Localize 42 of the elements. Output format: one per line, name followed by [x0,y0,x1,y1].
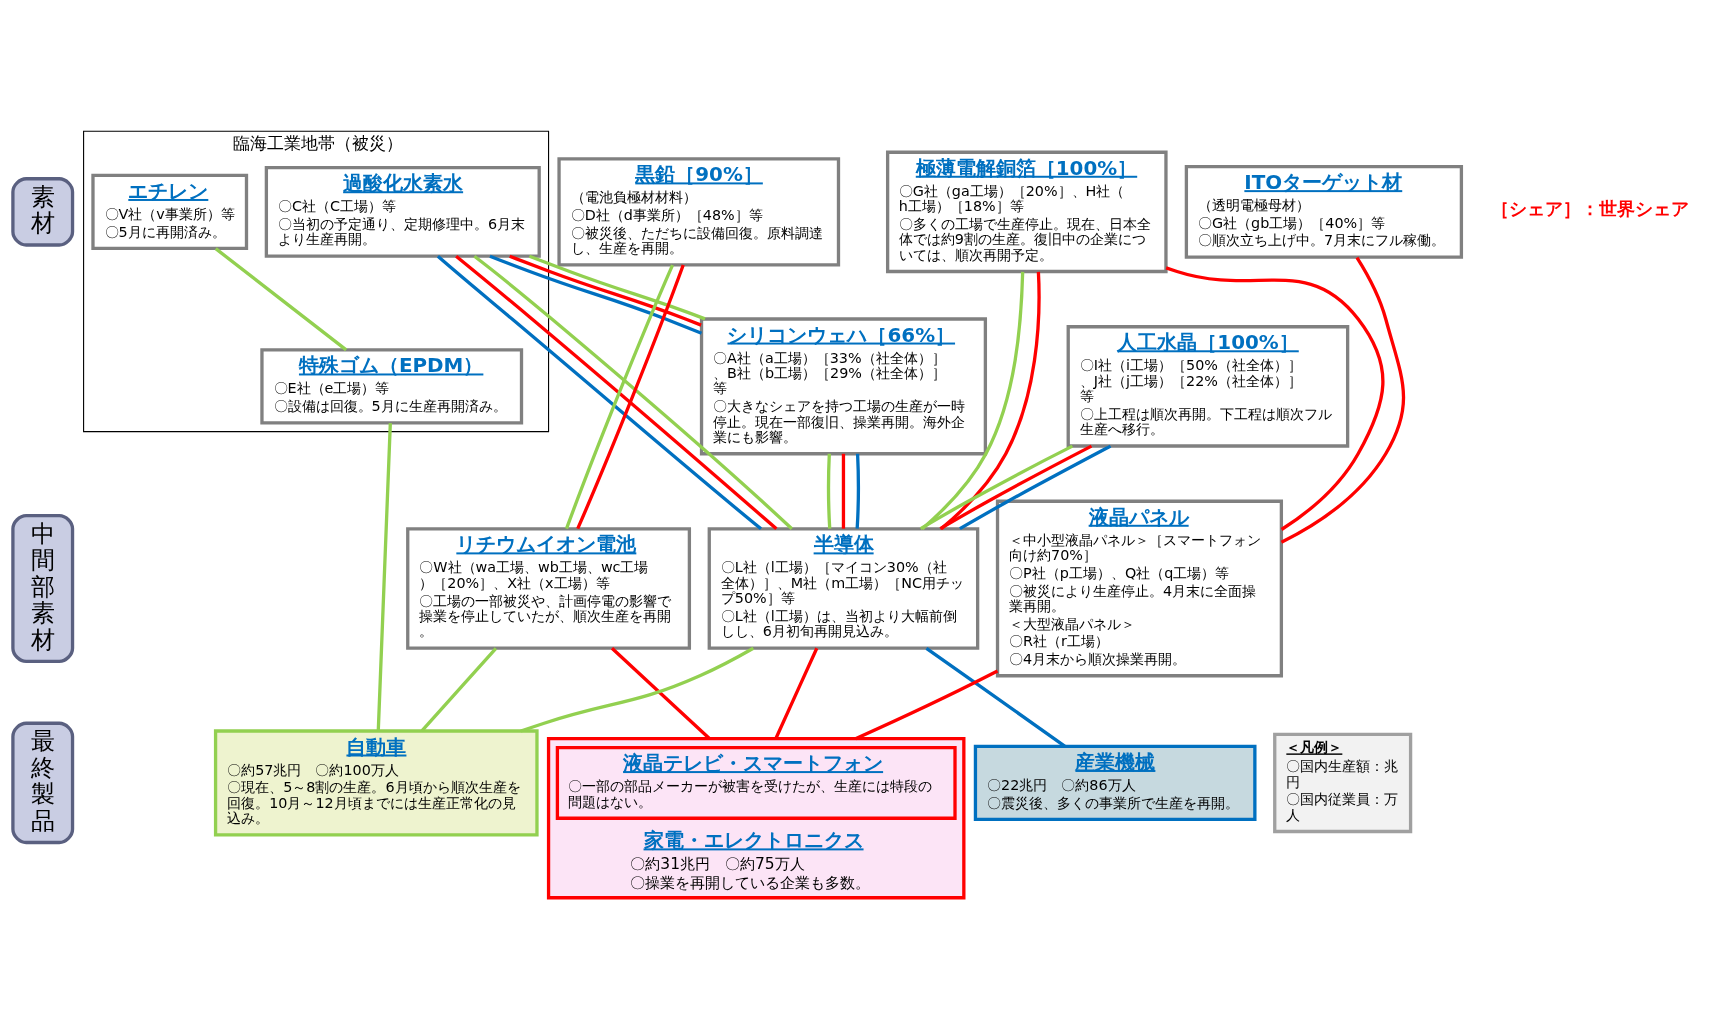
connector [576,264,685,530]
connector [841,453,846,529]
node-box: エチレン 〇V社（v事業所）等 〇5月に再開済み。 [91,173,249,250]
node-box: ITOターゲット材 （透明電極母材） 〇G社（gb工場）［40%］等 〇順次立ち上げ中。7月末にフル稼働。 [1184,164,1464,259]
node-box: 過酸化水素水 〇C社（C工場）等 〇当初の予定通り、定期修理中。6月末より生産再開。 [264,166,541,258]
connector [520,646,755,733]
connector [921,271,1025,530]
node-box: 産業機械 〇22兆円 〇約86万人 〇震災後、多くの事業所で生産を再開。 [973,744,1257,821]
node-box: 液晶テレビ・スマートフォン 〇一部の部品メーカーが被害を受けたが、生産には特段の問題はない。 [555,745,957,820]
node-box: 自動車 〇約57兆円 〇約100万人 〇現在、5～8割の生産。6月頃から順次生産を回復。10月～12月頃までには生産正常化の見込み。 [213,729,539,837]
connector [1165,266,1385,531]
connector [826,453,832,529]
connector [939,444,1093,531]
connector [489,254,703,335]
connector [854,669,999,741]
node-box: 極薄電解銅箔［100%］ 〇G社（ga工場）［20%］、H社（h工場）［18%］等 〇多くの工場で生産停止。現在、日本全体では約9割の生産。復旧中の企業については、順次再開予定。 [885,150,1168,274]
label: ［シェア］：世界シェア [1490,198,1689,219]
connector [919,444,1074,531]
connector [774,647,819,740]
node-box: 人工水晶［100%］ 〇I社（i工場）［50%（社全体）］、J社（j工場）［22%（社全体）］等 〇上工程は順次再開。下工程は順次フル生産へ移行。 [1066,325,1350,448]
connector [376,423,392,731]
node-box: 素材 [11,177,75,247]
connector [610,647,711,740]
node-box: 中間部素材 [11,513,75,664]
connector [564,264,675,530]
connector [214,247,348,352]
connector [509,254,702,327]
node-box: リチウムイオン電池 〇W社（wa工場、wb工場、wc工場）［20%］、X社（x工場）等 〇工場の一部被災や、計画停電の影響で操業を停止していたが、順次生産を再開。 [406,527,692,650]
node-box: 液晶パネル ＜中小型液晶パネル＞［スマートフォン向け約70%］ 〇P社（p工場）、Q社（q工場）等 〇被災により生産停止。4月末に全面操業再開。 ＜大型液晶パネル＞ 〇R社（r工場） 〇4月末から順次操業再開。 [995,499,1284,678]
connector [528,254,706,321]
node-box: 半導体 〇L社（l工場）［マイコン30%（社全体）］、M社（m工場）［NC用チップ50%］等 〇L社（l工場）は、当初より大幅前倒しし、6月初旬再開見込み。 [707,527,980,650]
connector [940,271,1041,530]
node-box: 特殊ゴム（EPDM） 〇E社（e工場）等 〇設備は回復。5月に生産再開済み。 [260,348,524,425]
connector [420,647,498,732]
node-box: シリコンウェハ［66%］ 〇A社（a工場）［33%（社全体）］、B社（b工場）［29%（社全体）］等 〇大きなシェアを持つ工場の生産が一時停止。現在一部復旧、操業再開。海外企業にも影響。 [699,317,988,456]
node-box: 黒鉛［90%］ （電池負極材材料） 〇D社（d事業所）［48%］等 〇被災後、ただちに設備回復。原料調達し、生産を再開。 [557,157,841,267]
connector [1280,256,1406,544]
node-box: 最終製品 [11,721,75,845]
connector [959,444,1112,531]
connector [855,453,860,529]
node-box: ＜凡例＞ 〇国内生産額：兆円 〇国内従業員：万人 [1273,732,1413,834]
connector [925,646,1066,748]
